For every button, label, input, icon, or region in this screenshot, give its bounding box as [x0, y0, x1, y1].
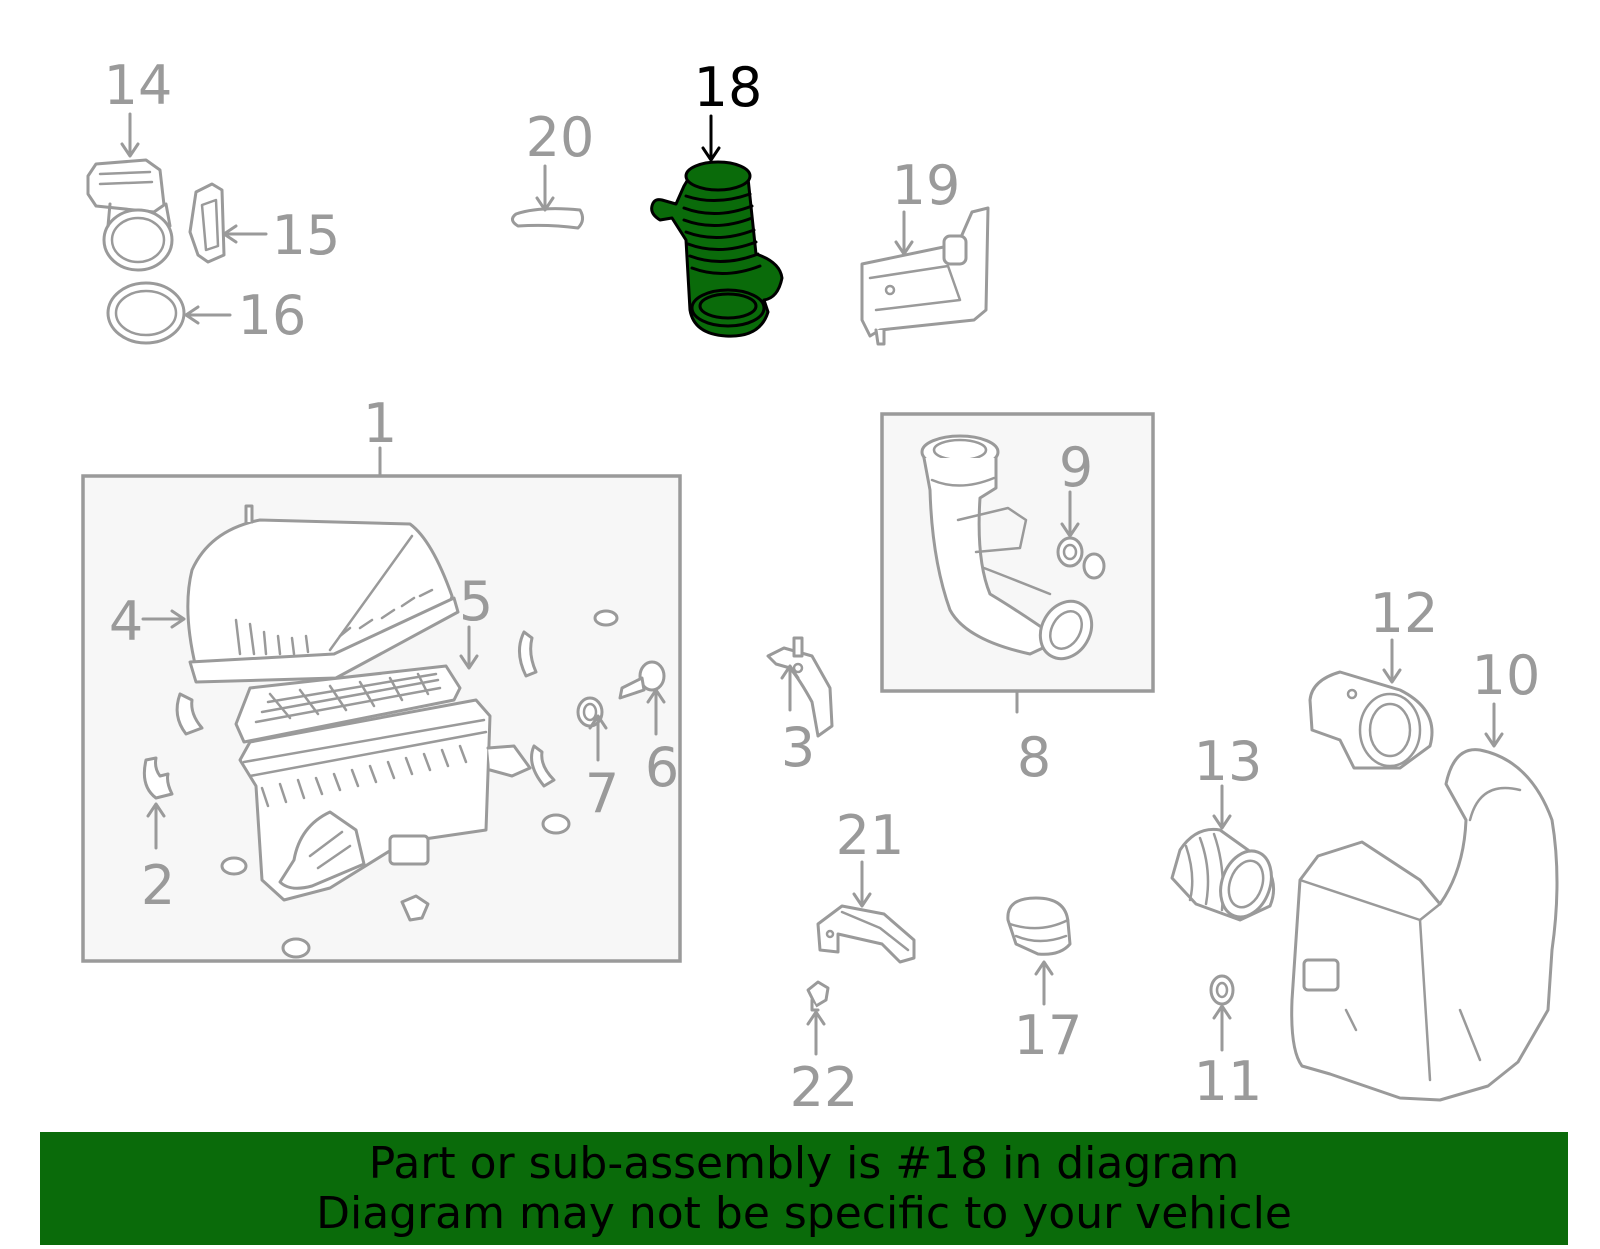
callout-4: 4: [109, 590, 143, 653]
callout-11: 11: [1194, 1050, 1263, 1113]
part-5-filter[interactable]: [234, 664, 462, 744]
air-cleaner-case[interactable]: [238, 698, 532, 902]
callout-16: 16: [238, 284, 307, 347]
part-8-duct[interactable]: [920, 434, 1102, 668]
callout-21: 21: [836, 804, 905, 867]
part-20-bracket[interactable]: [511, 207, 585, 230]
callout-13: 13: [1194, 730, 1263, 793]
callout-9: 9: [1059, 436, 1093, 499]
callout-5: 5: [459, 570, 493, 633]
clip-right-upper[interactable]: [518, 630, 538, 678]
callout-3: 3: [781, 716, 815, 779]
part-21-bracket[interactable]: [816, 904, 916, 964]
banner-line-2: Diagram may not be specific to your vehi…: [316, 1187, 1292, 1239]
part-19-bracket[interactable]: [860, 206, 990, 346]
clip-right-lower[interactable]: [530, 744, 556, 788]
callout-7: 7: [585, 762, 619, 825]
part-14-sensor[interactable]: [86, 158, 174, 272]
callout-17: 17: [1014, 1004, 1083, 1067]
part-11-grommet[interactable]: [1209, 974, 1235, 1006]
callout-22: 22: [790, 1056, 859, 1119]
info-banner: Part or sub-assembly is #18 in diagram D…: [40, 1132, 1568, 1245]
part-4-cover[interactable]: [186, 504, 460, 684]
part-12-clamp[interactable]: [1308, 670, 1434, 770]
callout-15: 15: [272, 204, 341, 267]
callout-14: 14: [104, 54, 173, 117]
callout-20: 20: [526, 106, 595, 169]
callout-19: 19: [892, 154, 961, 217]
banner-line-1: Part or sub-assembly is #18 in diagram: [368, 1137, 1240, 1189]
part-18-intake-hose[interactable]: [650, 160, 784, 338]
grommet[interactable]: [220, 609, 619, 959]
callout-1: 1: [363, 392, 397, 455]
part-9-nut[interactable]: [1056, 536, 1106, 580]
part-6-bolt[interactable]: [618, 660, 666, 700]
part-22-bolt[interactable]: [806, 980, 830, 1012]
callout-8: 8: [1017, 726, 1051, 789]
part-16-ring[interactable]: [106, 281, 186, 345]
part-15-gasket[interactable]: [188, 182, 226, 264]
callout-2: 2: [141, 854, 175, 917]
callout-10: 10: [1472, 644, 1541, 707]
part-13-coupler[interactable]: [1170, 827, 1280, 924]
part-10-airbox[interactable]: [1290, 748, 1559, 1102]
clip-left[interactable]: [175, 692, 204, 736]
callout-6: 6: [645, 736, 679, 799]
part-17-cap[interactable]: [1006, 896, 1072, 956]
callout-18: 18: [694, 56, 763, 119]
callout-12: 12: [1370, 582, 1439, 645]
part-2-clip[interactable]: [142, 756, 174, 800]
